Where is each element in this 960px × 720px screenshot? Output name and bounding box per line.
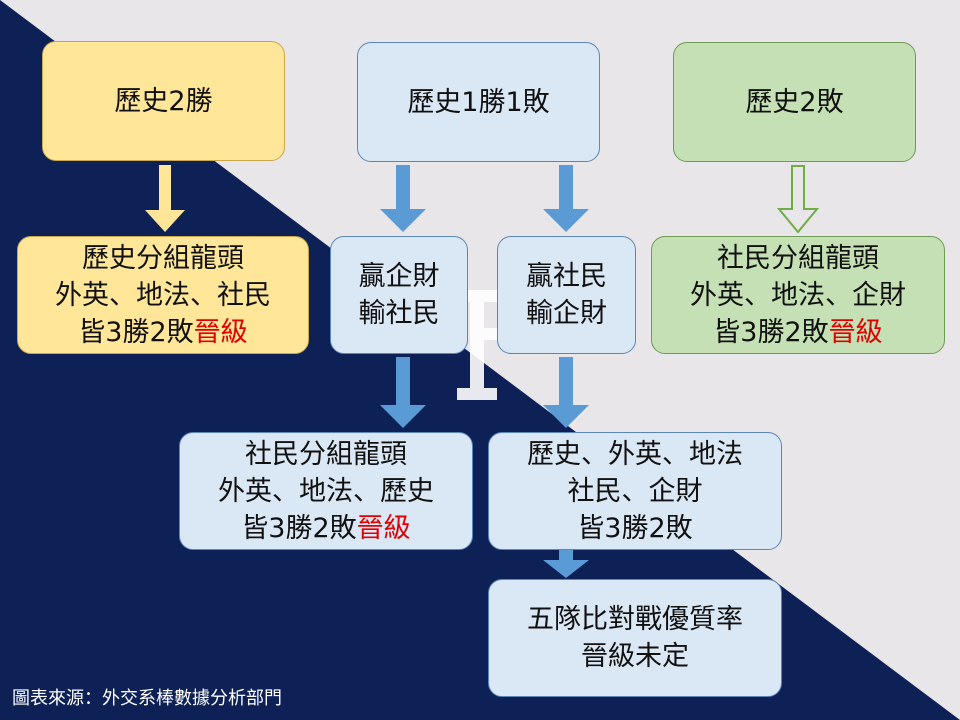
box-line-1: 歷史分組龍頭	[82, 242, 244, 274]
box-line-1: 贏社民	[526, 261, 607, 292]
box-line-1: 社民分組龍頭	[245, 438, 407, 470]
box-label: 歷史2敗	[745, 86, 844, 118]
box-line-2: 輸企財	[526, 298, 607, 329]
chart-source-caption: 圖表來源：外交系棒數據分析部門	[12, 688, 282, 709]
box-label: 歷史1勝1敗	[407, 86, 550, 118]
box-line-2: 外英、地法、歷史	[218, 475, 434, 507]
beat-finance-lose-social-box: 贏企財 輸社民	[330, 236, 468, 354]
box-label: 歷史2勝	[114, 85, 213, 117]
record-text: 皆3勝2敗	[713, 316, 829, 348]
box-line-1: 歷史、外英、地法	[527, 438, 743, 470]
history-2-wins-box: 歷史2勝	[42, 41, 285, 161]
box-line-1: 五隊比對戰優質率	[527, 604, 743, 635]
social-group-leader-box: 社民分組龍頭 外英、地法、企財 皆3勝2敗晉級	[651, 236, 945, 354]
box-line-3: 皆3勝2敗晉級	[78, 314, 247, 351]
box-line-2: 社民、企財	[567, 475, 703, 507]
beat-social-lose-finance-box: 贏社民 輸企財	[497, 236, 636, 354]
box-line-2: 外英、地法、社民	[55, 279, 271, 311]
box-line-2: 輸社民	[358, 298, 440, 329]
box-line-2: 外英、地法、企財	[690, 279, 906, 311]
arrow-down-icon	[543, 549, 589, 578]
record-text: 皆3勝2敗	[78, 316, 194, 348]
advance-mark: 晉級	[193, 316, 248, 348]
history-2-losses-box: 歷史2敗	[673, 42, 916, 162]
box-line-3: 皆3勝2敗晉級	[713, 314, 882, 351]
five-team-tie-box: 歷史、外英、地法 社民、企財 皆3勝2敗	[488, 432, 782, 550]
history-1-win-1-loss-box: 歷史1勝1敗	[357, 42, 600, 162]
box-line-3: 皆3勝2敗	[577, 512, 693, 544]
social-leader-history-advance-box: 社民分組龍頭 外英、地法、歷史 皆3勝2敗晉級	[179, 432, 473, 550]
tiebreaker-result-box: 五隊比對戰優質率 晉級未定	[488, 579, 782, 697]
arrow-down-icon	[380, 357, 426, 428]
advance-mark: 晉級	[828, 316, 883, 348]
arrow-down-icon	[543, 357, 589, 428]
arrow-down-icon	[145, 165, 185, 232]
box-line-1: 贏企財	[358, 261, 440, 292]
arrow-down-icon	[380, 165, 426, 232]
history-group-leader-box: 歷史分組龍頭 外英、地法、社民 皆3勝2敗晉級	[17, 236, 309, 354]
advance-mark: 晉級	[356, 512, 411, 544]
arrow-down-icon	[776, 165, 820, 234]
box-line-2: 晉級未定	[581, 641, 689, 672]
box-line-3: 皆3勝2敗晉級	[241, 510, 410, 547]
arrow-down-icon	[543, 165, 589, 232]
box-line-1: 社民分組龍頭	[717, 242, 879, 274]
record-text: 皆3勝2敗	[241, 512, 357, 544]
